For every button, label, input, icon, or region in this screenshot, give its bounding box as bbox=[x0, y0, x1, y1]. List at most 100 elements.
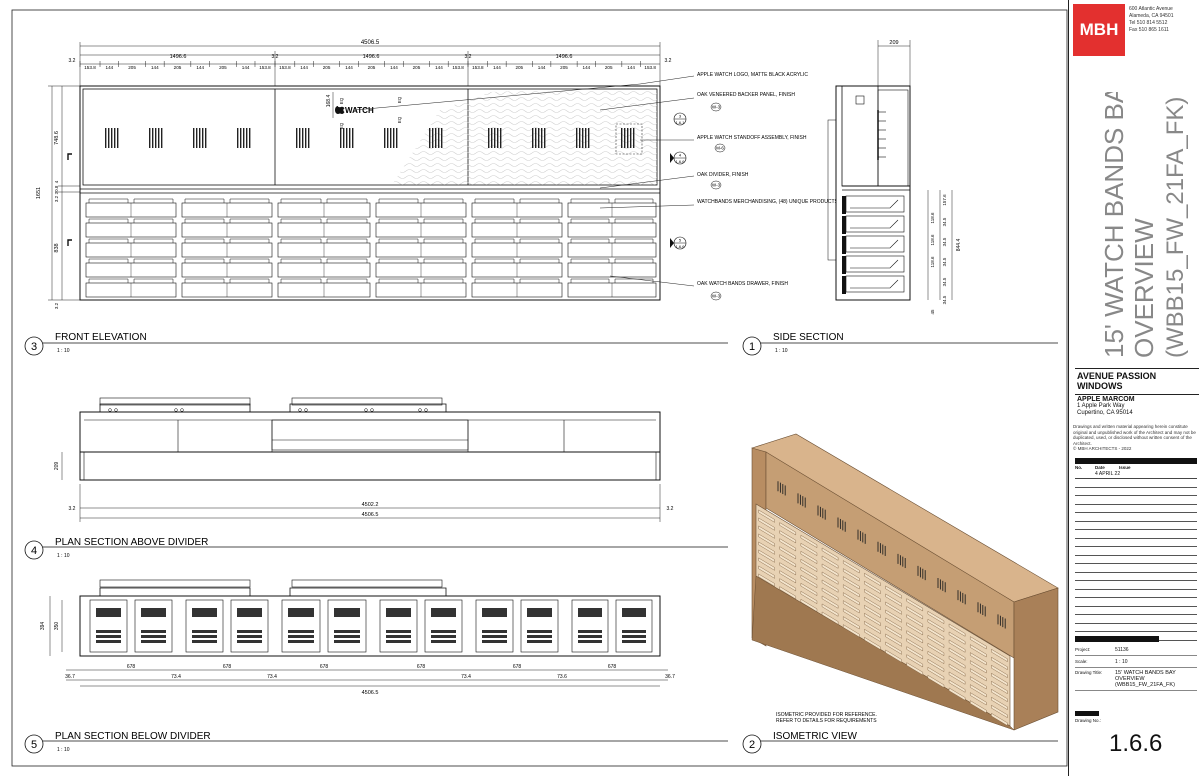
iso-drawer bbox=[864, 636, 881, 651]
iso-drawer bbox=[864, 572, 881, 587]
dim-bay: 678 bbox=[417, 664, 426, 670]
dim-sub: 205 bbox=[219, 65, 227, 70]
iso-standoffs bbox=[777, 481, 1006, 629]
iso-drawer bbox=[906, 614, 923, 628]
plan-below-bays bbox=[89, 599, 653, 653]
dim-plan-depth: 209 bbox=[54, 462, 60, 471]
iso-drawer bbox=[864, 596, 881, 611]
iso-drawer bbox=[927, 634, 945, 649]
rev-line bbox=[1075, 607, 1197, 615]
dim-bay-1: 1496.6 bbox=[170, 54, 187, 60]
drawer bbox=[85, 258, 177, 278]
dim-sub: 144 bbox=[106, 65, 114, 70]
dim-spacer: 73.4 bbox=[267, 674, 277, 680]
side-drawer bbox=[842, 235, 905, 254]
dim-overall: 4506.5 bbox=[362, 512, 379, 518]
iso-drawer bbox=[821, 547, 839, 561]
dim-side: 34.5 bbox=[942, 217, 947, 226]
dim-bottom: 3.2 bbox=[54, 302, 59, 309]
callout-merch: WATCHBANDS MERCHANDISING, (48) UNIQUE PR… bbox=[697, 199, 884, 205]
plan-cubby bbox=[379, 599, 418, 653]
dim-sub: 153.8 bbox=[259, 65, 271, 70]
rev-line bbox=[1075, 573, 1197, 581]
iso-drawer bbox=[779, 546, 796, 560]
iso-drawer bbox=[758, 541, 775, 555]
client-address: Cupertino, CA 95014 bbox=[1077, 410, 1133, 416]
dim-mid: 3.2 bbox=[54, 195, 59, 202]
rev-line bbox=[1075, 479, 1197, 488]
iso-standoff bbox=[877, 541, 886, 556]
iso-drawer bbox=[779, 578, 796, 592]
dim-height: 1651 bbox=[36, 187, 42, 199]
dim-sub: 205 bbox=[323, 65, 331, 70]
dim-gap: 3.2 bbox=[465, 54, 472, 60]
drawer bbox=[277, 218, 371, 238]
standoff bbox=[149, 128, 163, 148]
iso-drawer bbox=[800, 566, 818, 581]
drawer bbox=[471, 218, 563, 238]
rev-line bbox=[1075, 590, 1197, 598]
drawer bbox=[471, 238, 563, 258]
iso-drawer bbox=[991, 664, 1008, 679]
iso-drawer bbox=[991, 680, 1008, 695]
client-name: APPLE MARCOM bbox=[1077, 396, 1135, 403]
iso-drawer bbox=[758, 573, 775, 587]
iso-drawer bbox=[864, 620, 881, 635]
sheet-border bbox=[11, 9, 1068, 767]
standoff bbox=[576, 128, 590, 148]
finish-tag: W-3 bbox=[712, 294, 721, 299]
view-title: PLAN SECTION ABOVE DIVIDER bbox=[55, 537, 208, 548]
rev-line bbox=[1075, 624, 1197, 632]
iso-drawer bbox=[991, 704, 1008, 719]
callout-standoff: APPLE WATCH STANDOFF ASSEMBLY, FINISH bbox=[697, 135, 807, 141]
svg-text:WATCH: WATCH bbox=[345, 106, 374, 115]
drawer bbox=[567, 238, 657, 258]
iso-drawer bbox=[864, 612, 881, 627]
dim-side: 118.6 bbox=[930, 234, 935, 245]
drawer bbox=[567, 198, 657, 218]
iso-drawer bbox=[885, 633, 902, 647]
drawing-meta: Project:51136 Scale:1 : 10 Drawing Title… bbox=[1075, 636, 1197, 691]
rev-line bbox=[1075, 615, 1197, 624]
finish-tag: W-3 bbox=[712, 105, 721, 110]
iso-drawer bbox=[948, 655, 966, 669]
dim-sub: 144 bbox=[151, 65, 159, 70]
iso-drawer bbox=[927, 674, 945, 689]
plan-cubby bbox=[615, 599, 653, 653]
iso-drawer bbox=[843, 592, 860, 606]
client-address: 1 Apple Park Way bbox=[1077, 403, 1125, 409]
legal-notice: Drawings and written material appearing … bbox=[1073, 424, 1196, 451]
dim-sub: 205 bbox=[515, 65, 523, 70]
iso-drawer bbox=[991, 696, 1008, 711]
dim-bay: 678 bbox=[320, 664, 329, 670]
iso-standoff bbox=[937, 578, 946, 593]
iso-drawer bbox=[906, 630, 923, 644]
drawing-number-label: Drawing No.: bbox=[1075, 718, 1102, 723]
iso-drawer bbox=[970, 684, 987, 698]
drawer bbox=[375, 238, 467, 258]
drawer bbox=[567, 258, 657, 278]
dim-gap: 3.2 bbox=[665, 58, 672, 64]
dim-bay: 678 bbox=[127, 664, 136, 670]
iso-drawer bbox=[885, 617, 902, 631]
drawer bbox=[375, 258, 467, 278]
dim-bay-3: 1496.6 bbox=[556, 54, 573, 60]
drawer bbox=[567, 218, 657, 238]
drawer bbox=[85, 238, 177, 258]
standoff bbox=[340, 128, 354, 148]
dim-sub: 205 bbox=[413, 65, 421, 70]
side-section: 209 157.634.534.534.534.534.5118.6118.61… bbox=[742, 40, 1058, 356]
callout-divider: OAK DIVIDER, FINISH bbox=[697, 172, 749, 178]
view-title: FRONT ELEVATION bbox=[55, 332, 147, 343]
svg-text:5: 5 bbox=[679, 238, 682, 243]
iso-drawer bbox=[800, 582, 818, 597]
iso-standoff bbox=[977, 602, 986, 617]
iso-drawer bbox=[991, 656, 1008, 671]
dim-side: 34.5 bbox=[942, 237, 947, 246]
dim-spacer: 73.4 bbox=[461, 674, 471, 680]
dim-side: 34.5 bbox=[942, 277, 947, 286]
dim-sub: 144 bbox=[435, 65, 443, 70]
title-block: MBH 600 Atlantic Avenue Alameda, CA 9450… bbox=[1068, 0, 1200, 776]
drawer bbox=[471, 198, 563, 218]
